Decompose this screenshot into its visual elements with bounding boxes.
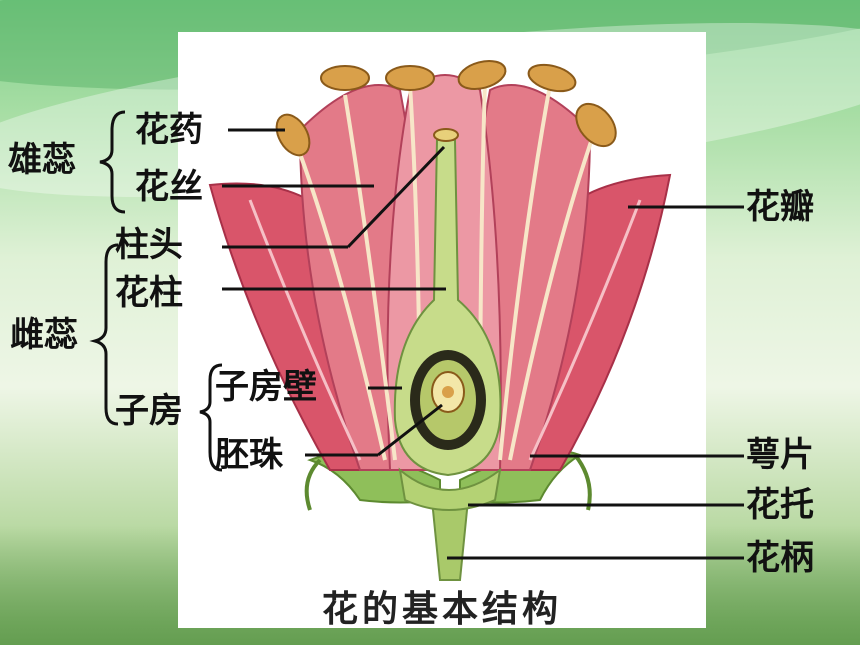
label-petal: 花瓣 (746, 187, 814, 227)
anther (385, 65, 435, 91)
pistil-brace (89, 243, 119, 426)
label-pedicel: 花柄 (746, 538, 814, 578)
pedicel-shape (430, 499, 470, 581)
anther (457, 59, 507, 91)
anther (575, 102, 617, 148)
stigma-line-diag (346, 145, 446, 249)
anther (275, 113, 311, 157)
ovule-core (442, 386, 454, 398)
petal-vein (528, 199, 642, 461)
anthers (275, 59, 617, 157)
leader-lines (222, 128, 744, 560)
label-ovary-wall: 子房壁 (215, 367, 317, 407)
label-ovule: 胚珠 (215, 435, 283, 475)
filament (293, 139, 387, 461)
filament (508, 129, 597, 461)
braces (89, 110, 223, 472)
anther (320, 65, 370, 91)
diagram-caption: 花的基本结构 (321, 588, 562, 630)
label-filament: 花丝 (135, 167, 203, 207)
sepal-right-tip (573, 453, 592, 511)
anther (527, 63, 577, 93)
filament (343, 94, 397, 461)
label-pistil: 雌蕊 (10, 315, 78, 355)
label-receptacle: 花托 (746, 485, 814, 525)
stigma-tip (433, 128, 459, 142)
receptacle-shape (398, 467, 502, 511)
label-ovary: 子房 (115, 391, 183, 431)
label-stamen: 雄蕊 (8, 140, 76, 180)
label-stigma: 柱头 (115, 225, 183, 265)
label-sepal: 萼片 (746, 435, 814, 475)
ovule-line-diag (377, 403, 443, 457)
petal-vein (248, 199, 362, 461)
ovary-brace (199, 363, 223, 472)
label-style: 花柱 (115, 273, 183, 313)
label-anther: 花药 (135, 110, 203, 150)
sepal-left-tip (304, 458, 322, 511)
filament (498, 84, 552, 461)
stamen-brace (99, 110, 126, 214)
